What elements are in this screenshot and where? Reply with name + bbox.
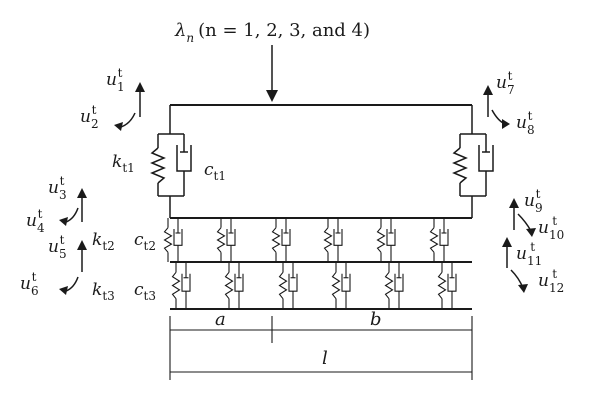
ct1-label: ct1	[204, 160, 226, 183]
layer-3-spring-damper-5	[384, 262, 404, 309]
dof-u7-label: u7t	[496, 69, 515, 97]
dof-u10-label: u10t	[538, 214, 564, 242]
dof-u6-arrow	[59, 276, 79, 295]
dof-u8-label: u8t	[516, 109, 535, 137]
layer-2-spring-dampers	[163, 218, 449, 262]
layer-3-spring-damper-1	[171, 262, 191, 309]
dof-u11-arrow	[502, 237, 512, 268]
dof-u5-arrow	[77, 240, 87, 272]
dof-u1-arrow	[135, 82, 145, 117]
dimension-a-b	[169, 316, 473, 380]
kt2-label: kt2	[92, 230, 115, 253]
spring	[216, 227, 226, 253]
dof-u3-label: u3t	[48, 174, 67, 202]
load-condition: (n = 1, 2, 3, and 4)	[198, 20, 370, 41]
load-label: λn (n = 1, 2, 3, and 4)	[174, 20, 370, 45]
dof-u1-label: u1t	[106, 66, 125, 94]
layer-2-spring-damper-2	[216, 218, 236, 262]
upper-frame	[169, 104, 473, 134]
layer-2-spring-damper-1	[163, 218, 183, 262]
dof-u7-arrow	[483, 85, 493, 117]
ct3-label: ct3	[134, 280, 156, 303]
dof-u10-arrow	[517, 213, 536, 237]
dof-u2-label: u2t	[80, 103, 99, 131]
dof-u9-arrow	[509, 198, 519, 230]
layer-3-spring-damper-4	[331, 262, 351, 309]
spring	[331, 271, 341, 300]
dof-u6-label: u6t	[20, 270, 39, 298]
spring	[163, 227, 173, 253]
spring	[376, 227, 386, 253]
spring	[429, 227, 439, 253]
dof-u4-arrow	[59, 207, 79, 226]
dof-u8-arrow	[491, 109, 510, 129]
kt1-label: kt1	[112, 152, 135, 175]
layer-2-spring-damper-3	[271, 218, 291, 262]
dof-u9-label: u9t	[524, 187, 543, 215]
dof-u12-label: u12t	[538, 267, 564, 295]
top-left-spring-damper	[150, 133, 192, 218]
kt3-label: kt3	[92, 280, 115, 303]
layer-3-spring-damper-3	[278, 262, 298, 309]
dimension-a-label: a	[215, 309, 226, 330]
dimension-b-label: b	[370, 309, 382, 330]
spring	[384, 271, 394, 300]
dof-u4-label: u4t	[26, 207, 45, 235]
spring	[171, 271, 181, 300]
layer-2-spring-damper-4	[323, 218, 343, 262]
ct2-label: ct2	[134, 230, 156, 253]
dof-u11-label: u11t	[516, 240, 542, 268]
layer-3-spring-dampers	[171, 262, 457, 309]
layer-3-spring-damper-2	[224, 262, 244, 309]
load-arrow	[266, 45, 278, 102]
layer-2-spring-damper-5	[376, 218, 396, 262]
dimension-l-label: l	[322, 348, 328, 369]
dof-u2-arrow	[114, 112, 136, 131]
dof-u12-arrow	[510, 269, 528, 293]
load-subscript: n	[186, 31, 194, 45]
spring	[323, 227, 333, 253]
spring	[271, 227, 281, 253]
load-symbol: λ	[174, 20, 186, 41]
top-right-spring-damper	[452, 133, 494, 218]
layer-2-spring-damper-6	[429, 218, 449, 262]
spring	[437, 271, 447, 300]
layer-3-spring-damper-6	[437, 262, 457, 309]
spring	[278, 271, 288, 300]
dof-u5-label: u5t	[48, 233, 67, 261]
spring	[224, 271, 234, 300]
dof-u3-arrow	[77, 188, 87, 222]
